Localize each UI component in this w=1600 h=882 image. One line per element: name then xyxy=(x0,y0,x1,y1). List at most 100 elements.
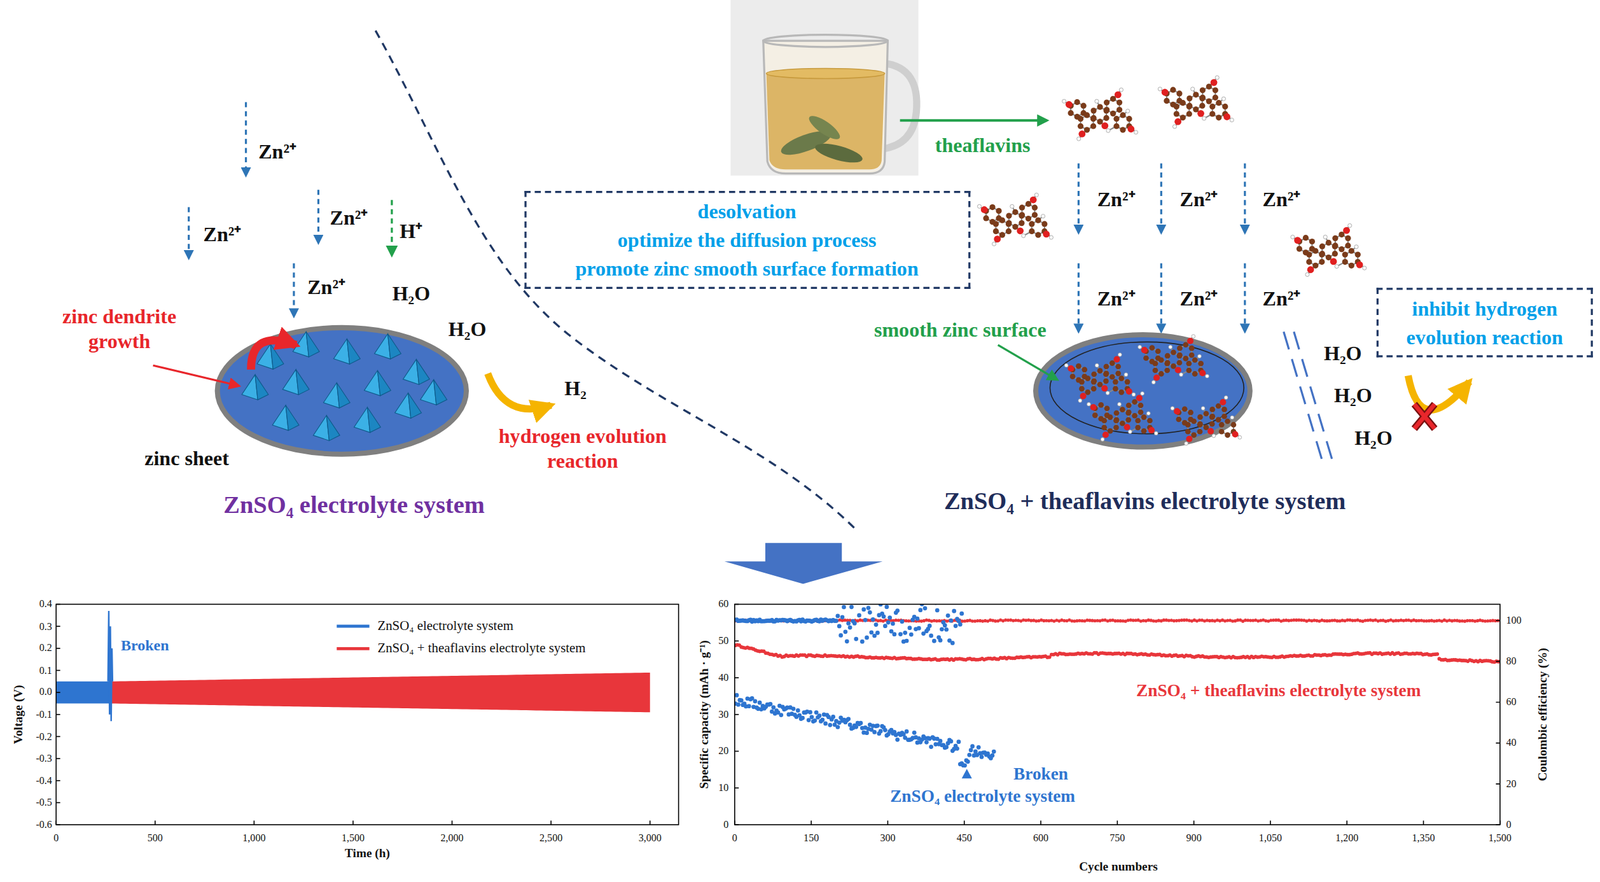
axis-tick xyxy=(55,625,60,627)
axis-text: 450 xyxy=(956,831,973,844)
carbon-atom xyxy=(995,215,1002,221)
carbon-atom xyxy=(1098,416,1104,422)
capacity-point xyxy=(795,708,801,713)
capacity-point xyxy=(757,700,763,705)
efficiency-point xyxy=(860,639,865,644)
capacity-point xyxy=(991,749,997,754)
dendrite-crystal xyxy=(374,333,402,359)
carbon-atom xyxy=(1155,354,1162,361)
carbon-atom xyxy=(1344,242,1351,249)
hydrogen-atom xyxy=(1138,344,1142,349)
carbon-atom xyxy=(1192,106,1199,112)
chart-frame xyxy=(734,604,1501,825)
theaflavin-molecule xyxy=(1170,395,1242,446)
oxygen-atom xyxy=(1330,258,1338,266)
hydrogen-atom xyxy=(1205,374,1210,378)
carbon-atom xyxy=(1192,91,1199,98)
legend-row: ZnSO₄ electrolyte system xyxy=(336,616,514,635)
note-text: inhibit hydrogen evolution reaction xyxy=(1392,293,1577,352)
carbon-atom xyxy=(1103,99,1110,105)
efficiency-point xyxy=(838,633,843,638)
axis-text: 1,000 xyxy=(242,831,266,844)
legend-line xyxy=(336,646,369,650)
efficiency-point xyxy=(909,632,914,637)
carbon-atom xyxy=(1318,251,1325,258)
smooth-layer xyxy=(1049,341,1244,434)
oxygen-atom xyxy=(1080,392,1087,399)
axis-text: -0.1 xyxy=(35,708,52,721)
carbon-atom xyxy=(1169,101,1176,108)
efficiency-point xyxy=(895,608,900,613)
dendrite-crystal xyxy=(354,407,382,433)
efficiency-point xyxy=(870,617,876,622)
efficiency-point xyxy=(944,627,949,632)
efficiency-point xyxy=(907,625,913,630)
carbon-atom xyxy=(1077,123,1084,130)
carbon-atom xyxy=(1332,235,1338,242)
axis-tick xyxy=(734,676,739,679)
dendrite-crystal xyxy=(323,382,350,408)
axis-text: Coulombic efficiency (%) xyxy=(1535,647,1551,782)
axis-text: 50 xyxy=(718,634,729,647)
chart-data xyxy=(734,604,1501,768)
broken-marker xyxy=(961,768,973,779)
diagram-label: Broken xyxy=(1013,764,1069,786)
carbon-atom xyxy=(1176,352,1183,359)
oxygen-atom xyxy=(1016,227,1024,235)
tea-surface xyxy=(766,68,885,79)
hydrogen-atom xyxy=(1290,234,1295,239)
efficiency-point xyxy=(932,638,937,644)
hydrogen-atom xyxy=(1094,99,1099,104)
carbon-atom xyxy=(1221,413,1228,420)
oxygen-atom xyxy=(1136,394,1143,401)
efficiency-point xyxy=(928,633,934,639)
carbon-atom xyxy=(1355,251,1361,258)
carbon-atom xyxy=(1325,254,1332,261)
block-cross xyxy=(1414,403,1435,429)
carbon-atom xyxy=(1186,367,1193,374)
carbon-atom xyxy=(1113,417,1120,424)
carbon-atom xyxy=(1302,249,1309,256)
carbon-atom xyxy=(1192,370,1198,377)
carbon-atom xyxy=(1318,258,1325,265)
carbon-atom xyxy=(1141,428,1148,434)
capacity-point xyxy=(814,709,819,715)
hydrogen-atom xyxy=(1131,392,1136,397)
legend-text: ZnSO₄ electrolyte system xyxy=(377,617,513,634)
carbon-atom xyxy=(1332,242,1338,249)
oxygen-atom xyxy=(1342,227,1350,235)
axis-tick xyxy=(253,820,256,825)
carbon-atom xyxy=(989,218,995,225)
carbon-atom xyxy=(1186,95,1193,102)
efficiency-point xyxy=(949,618,954,623)
diagram-label: Zn²⁺ xyxy=(1262,285,1301,310)
carbon-atom xyxy=(1182,419,1188,426)
capacity-point xyxy=(806,717,812,723)
capacity-point xyxy=(864,730,870,735)
crystal-face xyxy=(433,379,448,406)
carbon-atom xyxy=(1170,363,1177,369)
carbon-atom xyxy=(1158,370,1165,377)
carbon-atom xyxy=(1215,416,1222,423)
efficiency-point xyxy=(841,605,847,610)
axis-tick xyxy=(1499,820,1501,825)
block-cross xyxy=(1414,403,1435,429)
diagram-label: Zn²⁺ xyxy=(1262,187,1301,212)
diagram-label: Zn²⁺ xyxy=(307,274,346,299)
efficiency-point xyxy=(861,606,866,612)
carbon-atom xyxy=(1164,367,1170,374)
carbon-atom xyxy=(1149,344,1156,351)
crystal-face xyxy=(306,331,320,357)
oxygen-atom xyxy=(1029,196,1037,204)
capacity-point xyxy=(809,714,815,719)
carbon-atom xyxy=(1203,410,1210,417)
efficiency-point xyxy=(902,630,908,635)
hydrogen-atom xyxy=(1191,334,1196,339)
axis-text: 40 xyxy=(1505,736,1517,749)
efficiency-point xyxy=(918,607,923,613)
carbon-atom xyxy=(1115,363,1121,370)
axis-text: 2,000 xyxy=(440,831,464,844)
capacity-point xyxy=(956,739,962,744)
oxygen-atom xyxy=(1042,230,1050,238)
